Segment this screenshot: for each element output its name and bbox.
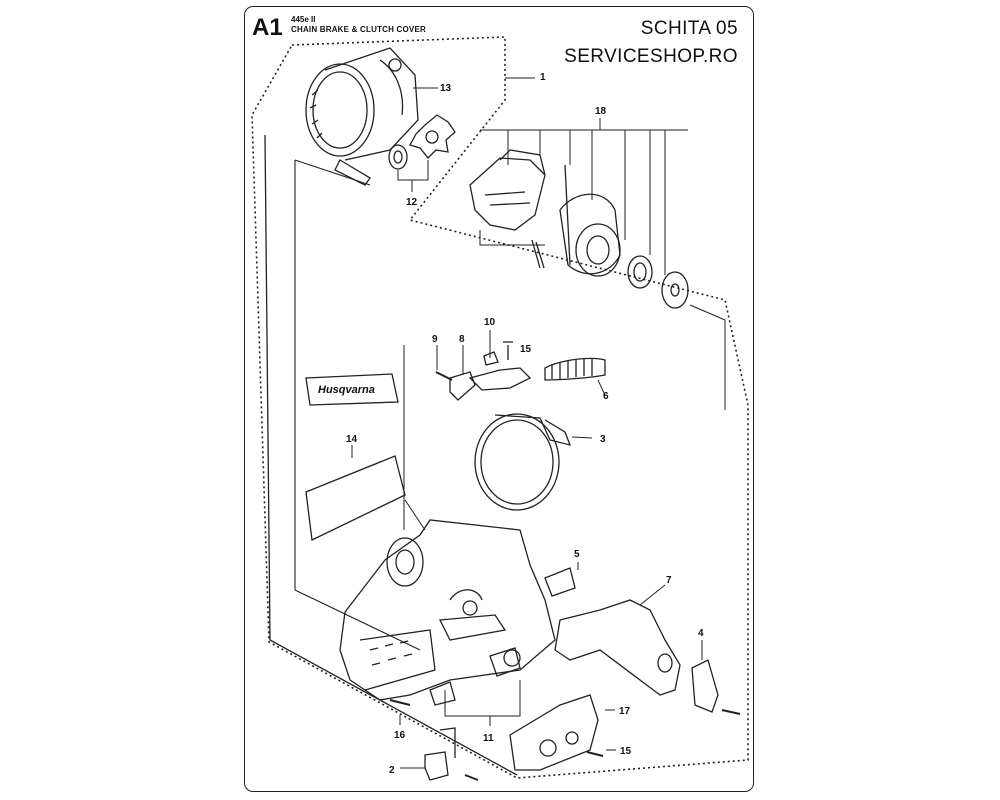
diagram-subtitle: CHAIN BRAKE & CLUTCH COVER [291, 25, 426, 34]
callout-13: 13 [440, 83, 452, 94]
callout-18: 18 [595, 106, 607, 117]
shop-name: SERVICESHOP.RO [564, 46, 738, 67]
diagram-code: A1 [252, 14, 283, 41]
callout-5: 5 [574, 549, 580, 560]
chain-guard-part-7 [554, 599, 681, 696]
callout-6: 6 [603, 391, 609, 402]
callout-8: 8 [459, 334, 465, 345]
callout-16: 16 [394, 730, 406, 741]
callout-9: 9 [432, 334, 438, 345]
assembly-outline-dotted [251, 36, 749, 779]
callout-7: 7 [666, 575, 672, 586]
callout-labels: 1 2 3 4 5 6 7 8 9 10 11 12 13 14 15 15 1… [346, 72, 704, 776]
callout-4: 4 [698, 628, 704, 639]
callout-10: 10 [484, 317, 496, 328]
assembly-outline-solid [264, 134, 518, 776]
brake-band-part-3 [474, 413, 572, 511]
diagram-sheet-border [244, 6, 754, 792]
callout-2: 2 [389, 765, 395, 776]
schematic-number: SCHITA 05 [640, 18, 738, 39]
callout-11: 11 [483, 733, 494, 744]
clutch-drum-assembly [305, 47, 419, 186]
callout-15-top: 15 [520, 344, 532, 355]
model-name: 445e II [291, 15, 316, 24]
sprocket-part-12 [388, 114, 456, 170]
callout-1: 1 [540, 72, 546, 83]
brake-linkage [435, 341, 606, 401]
callout-3: 3 [600, 434, 606, 445]
bracket-part-4 [691, 659, 719, 713]
pin-part-5 [544, 567, 576, 597]
callout-17: 17 [619, 706, 631, 717]
callout-15-bottom: 15 [620, 746, 632, 757]
husqvarna-logo-text: Husqvarna [318, 384, 375, 396]
clutch-assembly-part-18 [469, 149, 689, 309]
callout-14: 14 [346, 434, 358, 445]
side-cover-part-17 [509, 694, 599, 771]
nut-bracket-part-2 [424, 727, 456, 781]
decal-part-14 [305, 455, 406, 541]
husqvarna-decal [305, 373, 399, 406]
callout-12: 12 [406, 197, 418, 208]
clutch-cover-body [339, 519, 556, 701]
